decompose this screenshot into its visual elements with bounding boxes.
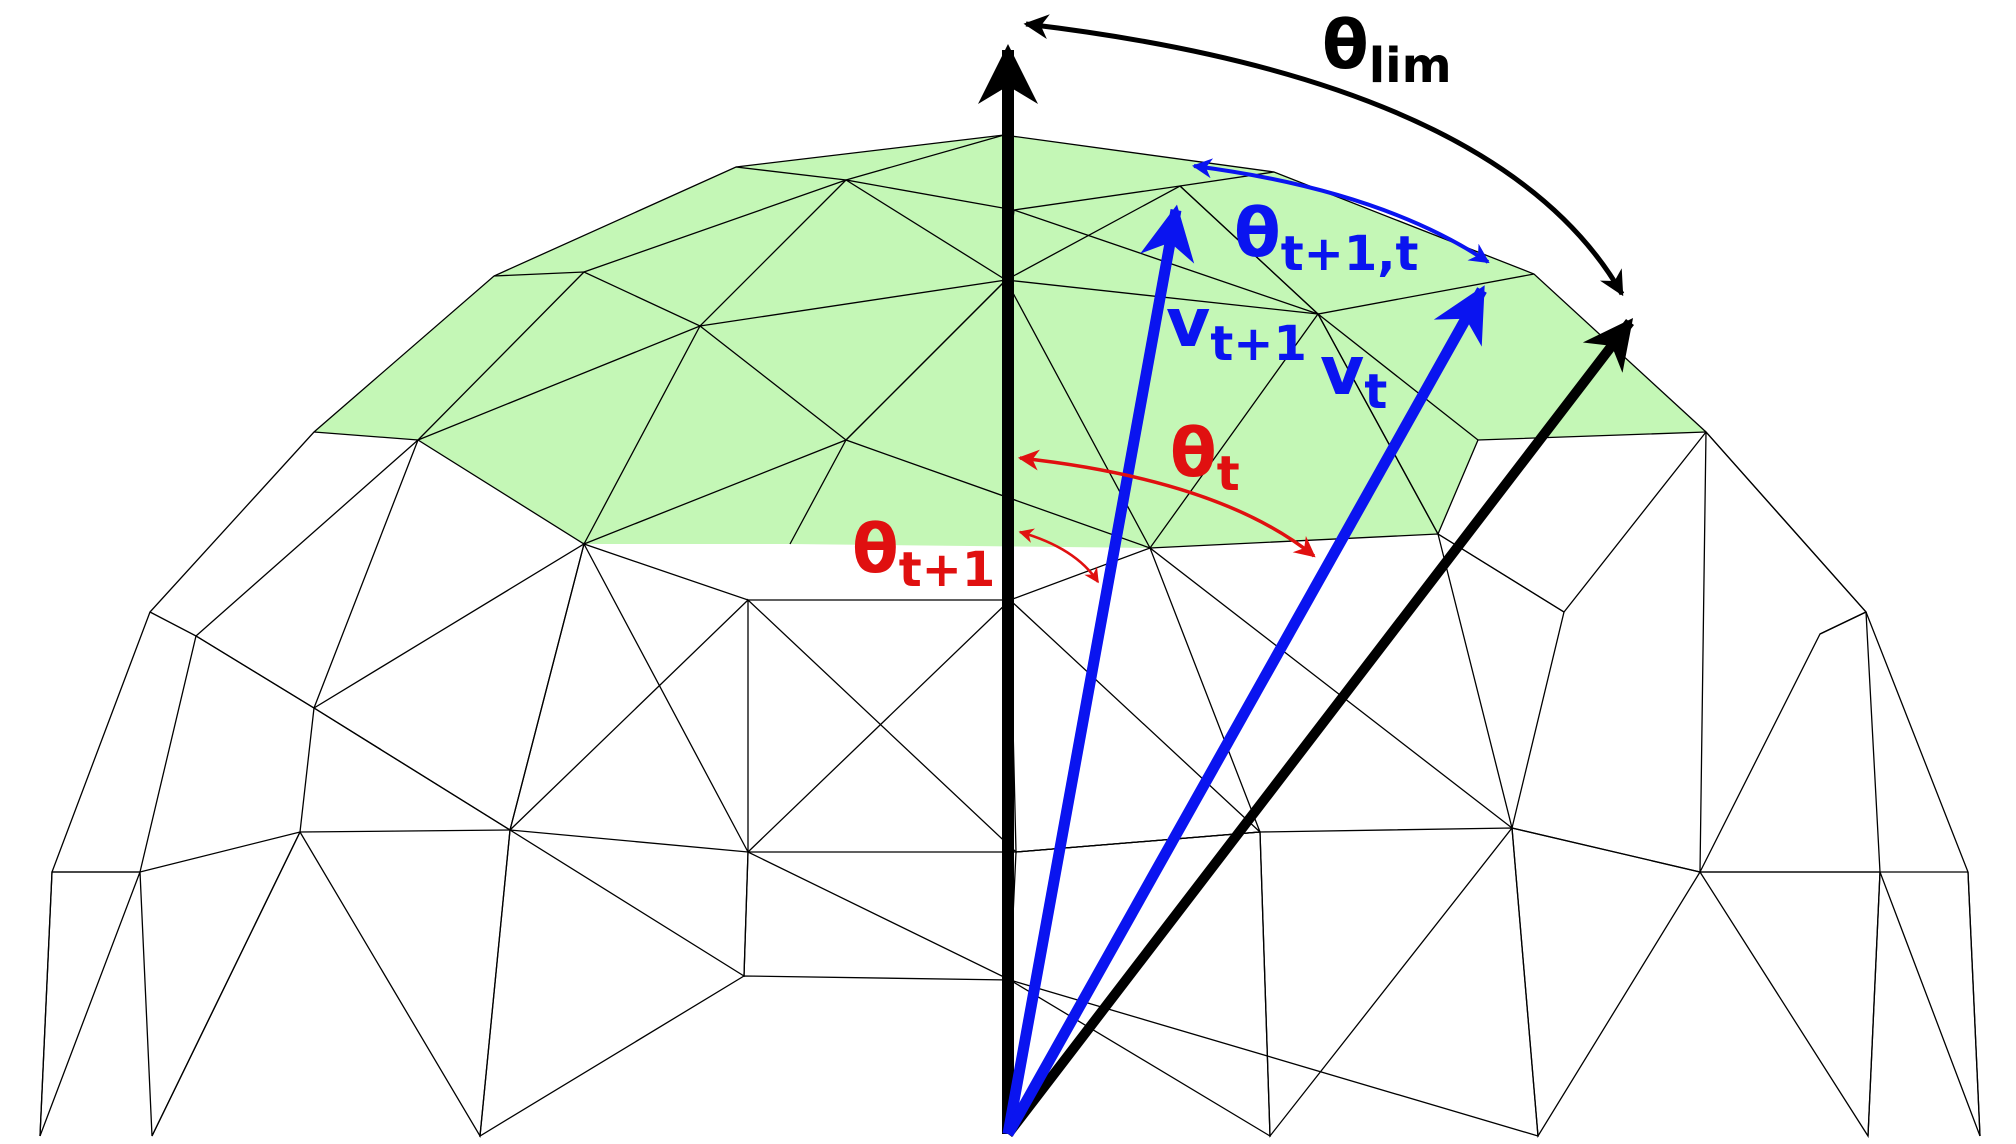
label-v-t1: vt+1 [1166, 284, 1307, 372]
limit-axis-arrow [1004, 318, 1634, 1138]
label-theta-t1: θt+1 [852, 510, 995, 598]
label-theta-t: θt [1170, 414, 1240, 502]
velocity-vector-t [1003, 285, 1487, 1137]
theta-t1-arc [1018, 528, 1100, 584]
theta-lim-arc [1023, 14, 1625, 297]
label-theta-t1-t: θt+1,t [1234, 194, 1418, 282]
theta-t-arc [1017, 449, 1316, 558]
velocity-vector-t1 [1002, 204, 1195, 1135]
label-theta-lim: θlim [1322, 6, 1452, 94]
label-v-t: vt [1320, 332, 1387, 420]
theta-t1-t-arc [1192, 158, 1490, 264]
